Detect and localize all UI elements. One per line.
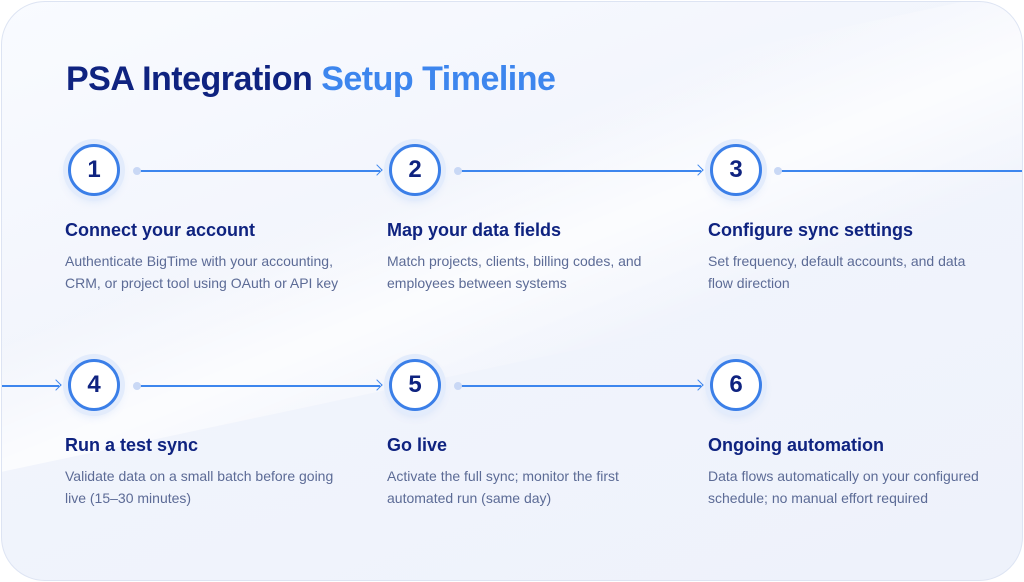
arrow-right-icon bbox=[692, 379, 704, 391]
arrow-right-icon bbox=[371, 379, 383, 391]
step-1-description: Authenticate BigTime with your accountin… bbox=[65, 253, 339, 291]
step-4-badge: 4 bbox=[68, 359, 120, 411]
step-2-badge: 2 bbox=[389, 144, 441, 196]
step-6-title: Ongoing automation bbox=[708, 435, 884, 455]
title-primary: PSA Integration bbox=[66, 60, 313, 98]
connector-1-2 bbox=[133, 164, 383, 176]
connector-start-dot bbox=[454, 382, 462, 390]
connector-start-dot bbox=[133, 167, 141, 175]
step-2-title: Map your data fields bbox=[387, 220, 562, 240]
step-5-description: Activate the full sync; monitor the firs… bbox=[387, 468, 619, 506]
step-3-badge: 3 bbox=[710, 144, 762, 196]
arrow-right-icon bbox=[371, 164, 383, 176]
connector-2-3 bbox=[454, 164, 704, 176]
step-4-description: Validate data on a small batch before go… bbox=[65, 468, 334, 506]
title-accent: Setup Timeline bbox=[321, 60, 556, 98]
connector-3-continue bbox=[774, 167, 1022, 175]
connector-incoming-4 bbox=[2, 379, 62, 391]
connector-start-dot bbox=[133, 382, 141, 390]
page-title: PSA Integration Setup Timeline bbox=[66, 60, 556, 99]
step-6-description: Data flows automatically on your configu… bbox=[708, 468, 979, 506]
step-3-description: Set frequency, default accounts, and dat… bbox=[708, 253, 966, 291]
step-4-title: Run a test sync bbox=[65, 435, 199, 455]
connector-start-dot bbox=[774, 167, 782, 175]
step-2-description: Match projects, clients, billing codes, … bbox=[387, 253, 642, 291]
step-5-badge: 5 bbox=[389, 359, 441, 411]
arrow-right-icon bbox=[692, 164, 704, 176]
step-1-badge: 1 bbox=[68, 144, 120, 196]
connector-5-6 bbox=[454, 379, 704, 391]
step-6-badge: 6 bbox=[710, 359, 762, 411]
step-3-title: Configure sync settings bbox=[708, 220, 914, 240]
connector-4-5 bbox=[133, 379, 383, 391]
arrow-right-icon bbox=[50, 379, 62, 391]
step-1-title: Connect your account bbox=[65, 220, 256, 240]
step-5-title: Go live bbox=[387, 435, 448, 455]
connector-start-dot bbox=[454, 167, 462, 175]
